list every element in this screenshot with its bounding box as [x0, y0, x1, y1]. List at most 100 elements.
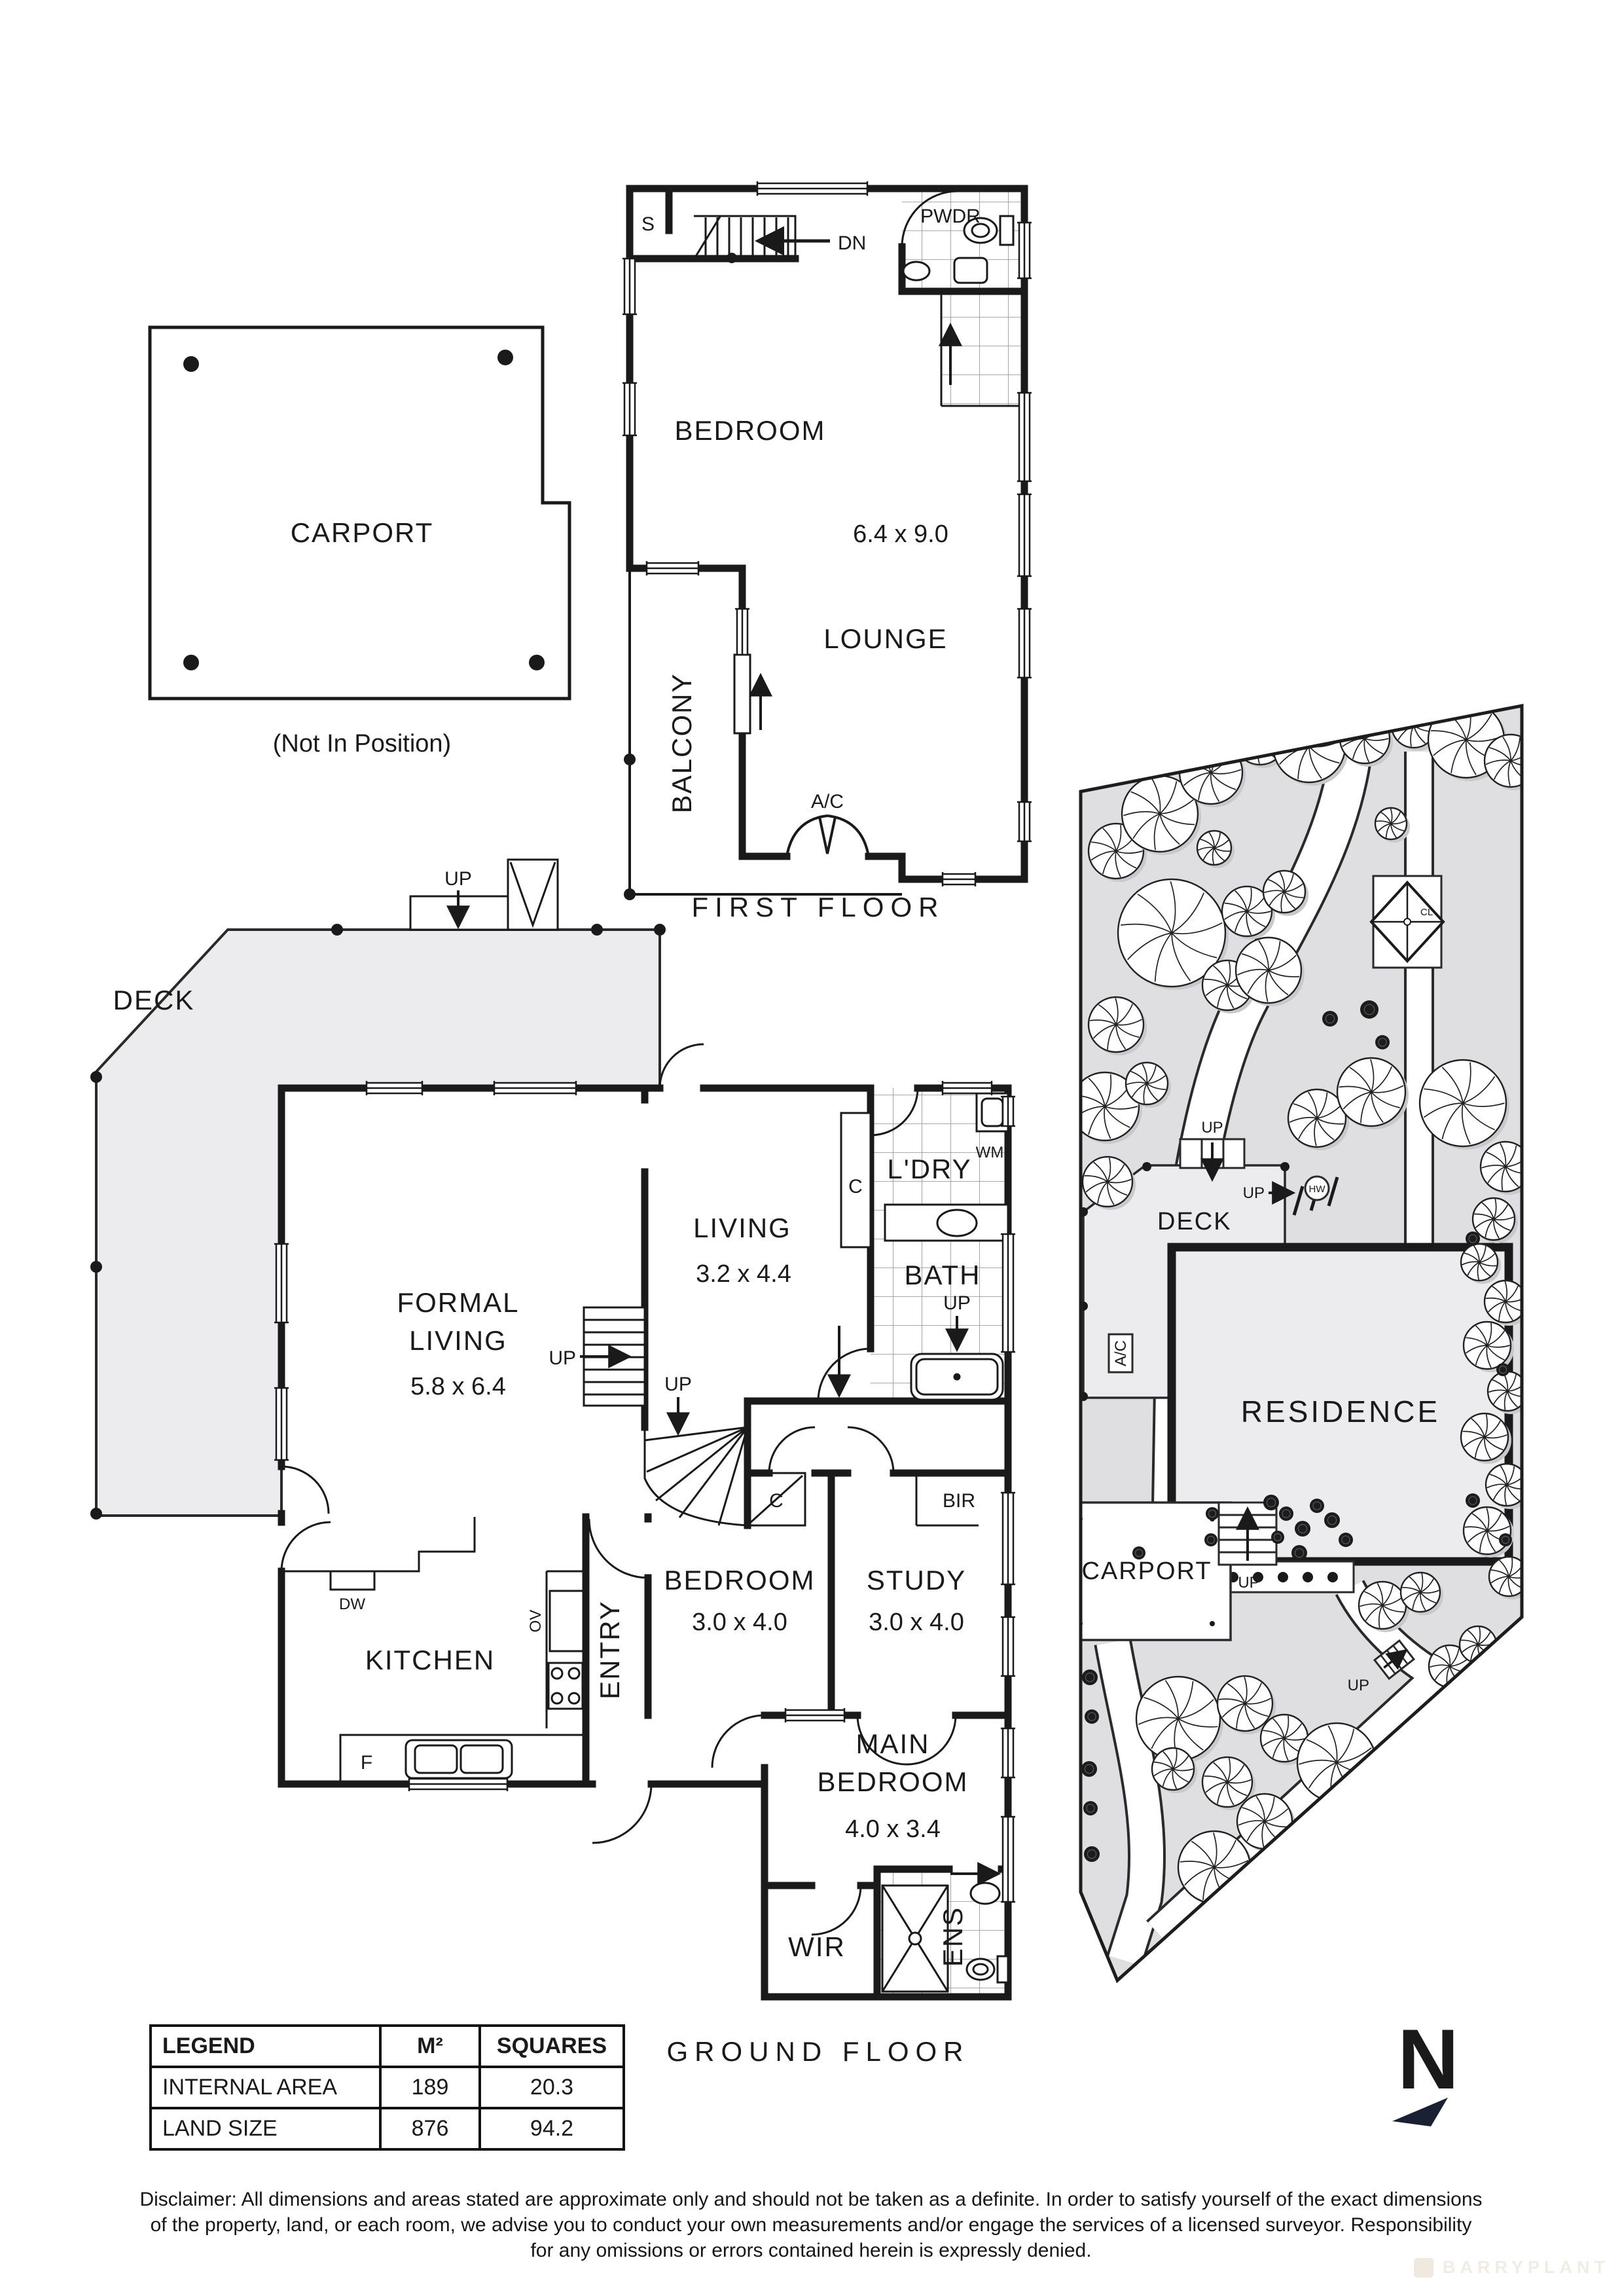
stove-icon: [547, 1662, 584, 1710]
shrub-icon: [1322, 1011, 1338, 1027]
tree-icon: [1235, 936, 1305, 1006]
bath-bench-basin-icon: [884, 1203, 1009, 1242]
stair-up-label-2: UP: [664, 1374, 692, 1395]
window-icon: [1001, 1815, 1015, 1903]
tree-icon: [1399, 1571, 1443, 1615]
window-icon: [645, 561, 700, 575]
window-icon: [408, 1777, 509, 1791]
legend-row-internal: INTERNAL AREA 189 20.3: [149, 2066, 625, 2109]
site-carport-label: CARPORT: [1081, 1558, 1212, 1585]
cl-label: CL: [1420, 907, 1433, 918]
window-icon: [274, 1387, 289, 1461]
tree-icon: [1358, 1580, 1409, 1632]
room-label-balcony: BALCONY: [666, 673, 697, 814]
windows-layer: [274, 181, 1032, 1903]
carport-not-in-position-block: CARPORT (Not In Position): [148, 325, 571, 757]
shrub-icon: [1339, 1533, 1353, 1547]
tree-icon: [1221, 885, 1275, 939]
tree-icon: [1471, 1197, 1518, 1243]
room-label-formal-2: LIVING: [409, 1325, 507, 1356]
window-icon: [735, 608, 749, 656]
tree-icon: [1081, 1071, 1142, 1144]
ground-floor-caption: GROUND FLOOR: [666, 2036, 969, 2067]
site-up-3: UP: [1238, 1574, 1259, 1592]
ens-basin-icon: [969, 1882, 1001, 1905]
shrub-icon: [1206, 1507, 1219, 1520]
dn-label: DN: [838, 232, 866, 254]
shrub-icon: [1204, 1533, 1217, 1546]
window-icon: [274, 1243, 289, 1324]
carport-steps: UP: [1217, 1501, 1278, 1592]
shrub-icon: [1081, 1761, 1097, 1777]
window-icon: [1017, 221, 1032, 280]
site-boundary: [1079, 703, 1524, 1984]
room-label-deck-gf: DECK: [113, 985, 195, 1015]
formal-dim: 5.8 x 6.4: [410, 1373, 506, 1400]
tree-icon: [1374, 807, 1410, 843]
room-label-ens: ENS: [937, 1906, 968, 1967]
tree-icon: [1287, 1088, 1349, 1150]
compass: N: [1335, 1997, 1532, 2170]
window-icon: [1017, 608, 1032, 679]
brand-watermark: BARRYPLANT: [1414, 2257, 1610, 2278]
room-label-bath: BATH: [905, 1260, 981, 1290]
room-label-kitchen: KITCHEN: [365, 1645, 495, 1675]
shrub-icon: [1291, 1545, 1307, 1561]
brand-logo-icon: [1414, 2257, 1433, 2278]
room-label-study: STUDY: [867, 1565, 966, 1595]
site-carport: [1081, 1501, 1232, 1641]
bedroom-ff-dim: 6.4 x 9.0: [853, 520, 948, 548]
tree-icon: [1216, 1675, 1276, 1734]
kitchen-bench-north: [281, 1517, 476, 1591]
tree-icon: [1117, 878, 1229, 990]
shrub-icon: [1360, 1000, 1379, 1019]
tree-icon: [1087, 996, 1147, 1055]
window-icon: [784, 1708, 846, 1722]
first-floor-caption: FIRST FLOOR: [692, 892, 945, 922]
balcony-step: [733, 653, 751, 735]
pwdr-door-arc: [901, 190, 958, 247]
window-icon: [622, 382, 637, 437]
fridge-label: F: [361, 1752, 372, 1774]
deck-planter: [507, 858, 559, 931]
window-icon: [1001, 1616, 1015, 1677]
site-hw: HW: [1304, 1175, 1330, 1201]
window-icon: [1001, 1095, 1015, 1127]
tree-icon: [1460, 1412, 1511, 1464]
shrub-icon: [1271, 1531, 1284, 1544]
tree-icon: [1135, 1675, 1223, 1764]
ground-door-arcs: [280, 1043, 957, 1936]
window-icon: [941, 872, 977, 886]
shrub-icon: [1295, 1521, 1310, 1537]
tree-icon: [1125, 1061, 1171, 1108]
legend-land-squares: 94.2: [478, 2107, 625, 2151]
shrub-icon: [1082, 1669, 1098, 1685]
ground-floor-plan: UP UP C UP UP: [90, 858, 1012, 2067]
room-label-wir: WIR: [788, 1931, 846, 1962]
legend-header-row: LEGEND M² SQUARES: [149, 2024, 625, 2068]
site-plan: CL UP UP: [1079, 703, 1524, 1984]
window-icon: [1001, 1233, 1015, 1353]
shrub-icon: [1263, 1495, 1279, 1510]
toilet-icon: [963, 215, 1015, 246]
site-up-2: UP: [1243, 1184, 1265, 1202]
window-icon: [1017, 801, 1032, 843]
tree-icon: [1418, 1059, 1509, 1150]
ground-floor-walls: [278, 1084, 1012, 2001]
store-label: S: [641, 213, 655, 235]
site-ac: A/C: [1108, 1333, 1134, 1374]
compass-arrow-icon: [1392, 2098, 1448, 2126]
living-dim: 3.2 x 4.4: [696, 1260, 791, 1288]
window-icon: [1001, 1491, 1015, 1586]
shrub-icon: [1083, 1801, 1098, 1815]
legend-internal-squares: 20.3: [478, 2066, 625, 2109]
disclaimer: Disclaimer: All dimensions and areas sta…: [0, 2187, 1622, 2263]
shrub-icon: [1132, 1546, 1145, 1559]
site-deck-steps: UP: [1179, 1119, 1246, 1182]
window-icon: [1001, 1727, 1015, 1779]
pwdr-label: PWDR: [920, 206, 981, 227]
room-label-living: LIVING: [693, 1212, 791, 1243]
window-icon: [622, 257, 637, 316]
carport-note: (Not In Position): [273, 730, 451, 757]
